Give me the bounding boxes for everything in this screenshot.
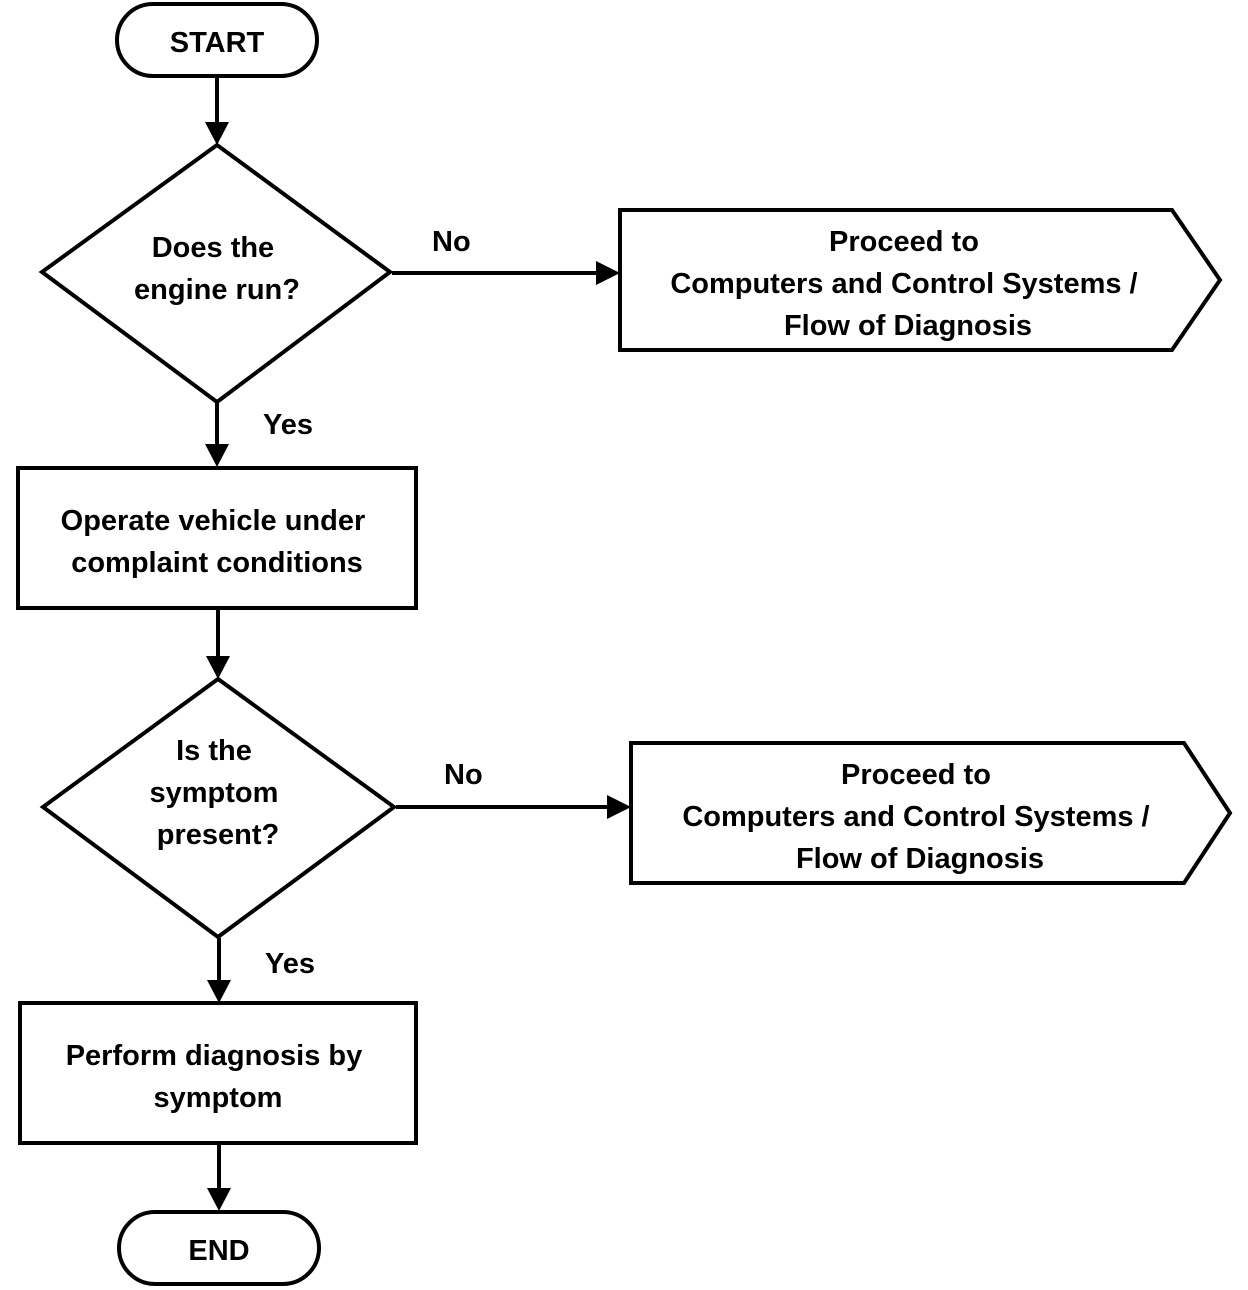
- proceed-1-line-3: Flow of Diagnosis: [784, 310, 1032, 342]
- symptom-question: Is the symptom present?: [150, 735, 287, 851]
- edge-symptom-yes: Yes: [207, 938, 315, 1003]
- perform-line-2: symptom: [154, 1082, 283, 1114]
- proceed-2-line-3: Flow of Diagnosis: [796, 843, 1044, 875]
- operate-vehicle-text: Operate vehicle under complaint conditio…: [61, 505, 374, 579]
- proceed-1-text: Proceed to Computers and Control Systems…: [670, 226, 1145, 342]
- engine-yes-label: Yes: [263, 409, 313, 441]
- symptom-present-decision: Is the symptom present?: [39, 676, 398, 940]
- operate-vehicle-box: Operate vehicle under complaint conditio…: [16, 466, 418, 610]
- proceed-2-line-2: Computers and Control Systems /: [682, 801, 1149, 833]
- symptom-line-3: present?: [157, 819, 279, 851]
- operate-line-1: Operate vehicle under: [61, 505, 366, 537]
- engine-run-line-2: engine run?: [134, 274, 300, 306]
- engine-run-line-1: Does the: [152, 232, 274, 264]
- perform-diagnosis-text: Perform diagnosis by symptom: [66, 1040, 371, 1114]
- proceed-1-line-2: Computers and Control Systems /: [670, 268, 1137, 300]
- proceed-1-line-1: Proceed to: [829, 226, 979, 258]
- proceed-2-text: Proceed to Computers and Control Systems…: [682, 759, 1157, 875]
- engine-run-question: Does the engine run?: [134, 232, 300, 306]
- edge-perform-to-end: [207, 1145, 231, 1211]
- engine-no-label: No: [432, 226, 471, 258]
- edge-engine-no: No: [392, 226, 620, 285]
- edge-symptom-no: No: [396, 759, 631, 819]
- engine-run-decision: Does the engine run?: [38, 142, 394, 405]
- edge-start-to-engine: [205, 78, 229, 145]
- symptom-line-2: symptom: [150, 777, 279, 809]
- end-label: END: [188, 1235, 249, 1267]
- proceed-to-computers-box-1: Proceed to Computers and Control Systems…: [618, 208, 1223, 352]
- symptom-no-label: No: [444, 759, 483, 791]
- end-node: END: [117, 1210, 321, 1286]
- perform-line-1: Perform diagnosis by: [66, 1040, 363, 1072]
- proceed-2-line-1: Proceed to: [841, 759, 991, 791]
- perform-diagnosis-box: Perform diagnosis by symptom: [18, 1001, 418, 1145]
- edge-operate-to-symptom: [206, 610, 230, 679]
- proceed-to-computers-box-2: Proceed to Computers and Control Systems…: [629, 741, 1233, 885]
- symptom-yes-label: Yes: [265, 948, 315, 980]
- edge-engine-yes: Yes: [205, 402, 313, 467]
- operate-line-2: complaint conditions: [71, 547, 363, 579]
- start-node: START: [115, 2, 319, 78]
- start-label: START: [170, 27, 265, 59]
- symptom-line-1: Is the: [176, 735, 252, 767]
